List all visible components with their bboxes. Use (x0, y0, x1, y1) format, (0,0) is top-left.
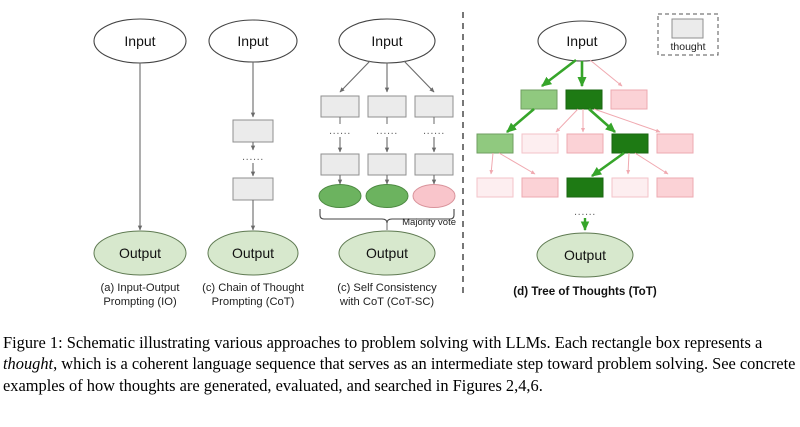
cot-thought-1[interactable] (232, 119, 274, 143)
cotsc-candidate-2[interactable] (365, 184, 409, 208)
tot-edge-l2n4-l3n3 (591, 151, 625, 178)
cotsc-edge-in-1 (339, 60, 371, 93)
io-input-label: Input (124, 33, 155, 49)
tot-edge-l2n4-l3n4 (626, 152, 631, 175)
cotsc-majority-vote-label: Majority vote (402, 217, 456, 228)
figure-caption-pre: Figure 1: Schematic illustrating various… (3, 333, 763, 352)
cotsc-input-label: Input (371, 33, 402, 49)
tot-input-label: Input (566, 33, 597, 49)
panel-cot-caption-line1: (c) Chain of Thought (202, 282, 305, 294)
cotsc-ellipsis-3: ...... (423, 125, 445, 137)
figure-diagram: Input Output (a) Input-Output Prompting … (93, 12, 719, 308)
tot-node-l1-n3[interactable] (610, 89, 648, 110)
tot-edge-l1n1-l2n1 (506, 108, 535, 133)
cotsc-ellipsis-1: ...... (329, 125, 351, 137)
panel-cotsc: Input ...... ...... ...... (318, 18, 456, 308)
tot-node-l3-n1[interactable] (476, 177, 514, 198)
cotsc-edge-in-3 (403, 60, 435, 93)
io-output-node[interactable] (93, 230, 187, 276)
panel-cot: Input ...... Output (c) Chain of Thought… (202, 19, 305, 308)
cotsc-candidate-3[interactable] (412, 184, 456, 208)
tot-node-l3-n5[interactable] (656, 177, 694, 198)
cot-output-label: Output (232, 245, 274, 261)
cotsc-thought-r2c2[interactable] (367, 153, 407, 176)
cot-input-label: Input (237, 33, 268, 49)
tot-edge-in-l1n3 (589, 59, 623, 87)
cotsc-thought-r1c2[interactable] (367, 95, 407, 118)
cotsc-thought-r1c1[interactable] (320, 95, 360, 118)
tot-edge-l1n2-l2n4 (588, 108, 616, 133)
cot-output-node[interactable] (207, 230, 299, 276)
tot-node-l3-n3[interactable] (566, 177, 604, 198)
diagram-canvas: Input Output (a) Input-Output Prompting … (93, 12, 719, 308)
cotsc-output-node[interactable] (338, 230, 436, 276)
cot-thought-2[interactable] (232, 177, 274, 201)
figure-caption-emphasis: thought (3, 354, 54, 374)
tot-node-l1-n2[interactable] (565, 89, 603, 110)
panel-tot: thought Input (476, 13, 719, 298)
cotsc-thought-r1c3[interactable] (414, 95, 454, 118)
cotsc-thought-r2c3[interactable] (414, 153, 454, 176)
io-output-label: Output (119, 245, 161, 261)
tot-edge-l2n1-l3n1 (489, 152, 494, 175)
panel-cotsc-caption-line2: with CoT (CoT-SC) (339, 296, 435, 308)
cotsc-output-label: Output (366, 245, 408, 261)
tot-node-l2-n2[interactable] (521, 133, 559, 154)
cot-ellipsis: ...... (242, 151, 264, 163)
tot-output-label: Output (564, 247, 606, 263)
tot-output-node[interactable] (536, 232, 634, 278)
cotsc-candidate-1[interactable] (318, 184, 362, 208)
figure-caption: Figure 1: Schematic illustrating various… (3, 332, 797, 396)
tot-node-l2-n4[interactable] (611, 133, 649, 154)
tot-node-l1-n1[interactable] (520, 89, 558, 110)
tot-ellipsis: ...... (574, 206, 596, 218)
tot-node-l3-n2[interactable] (521, 177, 559, 198)
tot-edge-l1n2-l2n5 (593, 108, 661, 133)
tot-edge-l1n2-l2n2 (555, 108, 579, 133)
tot-edge-l2n4-l3n5 (634, 152, 669, 175)
tot-legend-thought-label: thought (670, 41, 705, 53)
tot-node-l2-n1[interactable] (476, 133, 514, 154)
tot-node-l2-n5[interactable] (656, 133, 694, 154)
cotsc-ellipsis-2: ...... (376, 125, 398, 137)
panel-io: Input Output (a) Input-Output Prompting … (93, 18, 187, 308)
panel-io-caption-line2: Prompting (IO) (103, 296, 177, 308)
panel-cot-caption-line2: Prompting (CoT) (212, 296, 295, 308)
panel-io-caption-line1: (a) Input-Output (101, 282, 181, 294)
tot-edge-in-l1n1 (541, 58, 577, 88)
tot-legend-thought-swatch (671, 18, 704, 39)
tot-edge-l2n1-l3n2 (498, 152, 536, 175)
tot-node-l2-n3[interactable] (566, 133, 604, 154)
tot-legend-box (657, 13, 719, 56)
figure-caption-post: , which is a coherent language sequence … (3, 354, 796, 395)
cotsc-thought-r2c1[interactable] (320, 153, 360, 176)
panel-cotsc-caption-line1: (c) Self Consistency (337, 282, 437, 294)
panel-tot-caption: (d) Tree of Thoughts (ToT) (513, 285, 657, 298)
tot-node-l3-n4[interactable] (611, 177, 649, 198)
